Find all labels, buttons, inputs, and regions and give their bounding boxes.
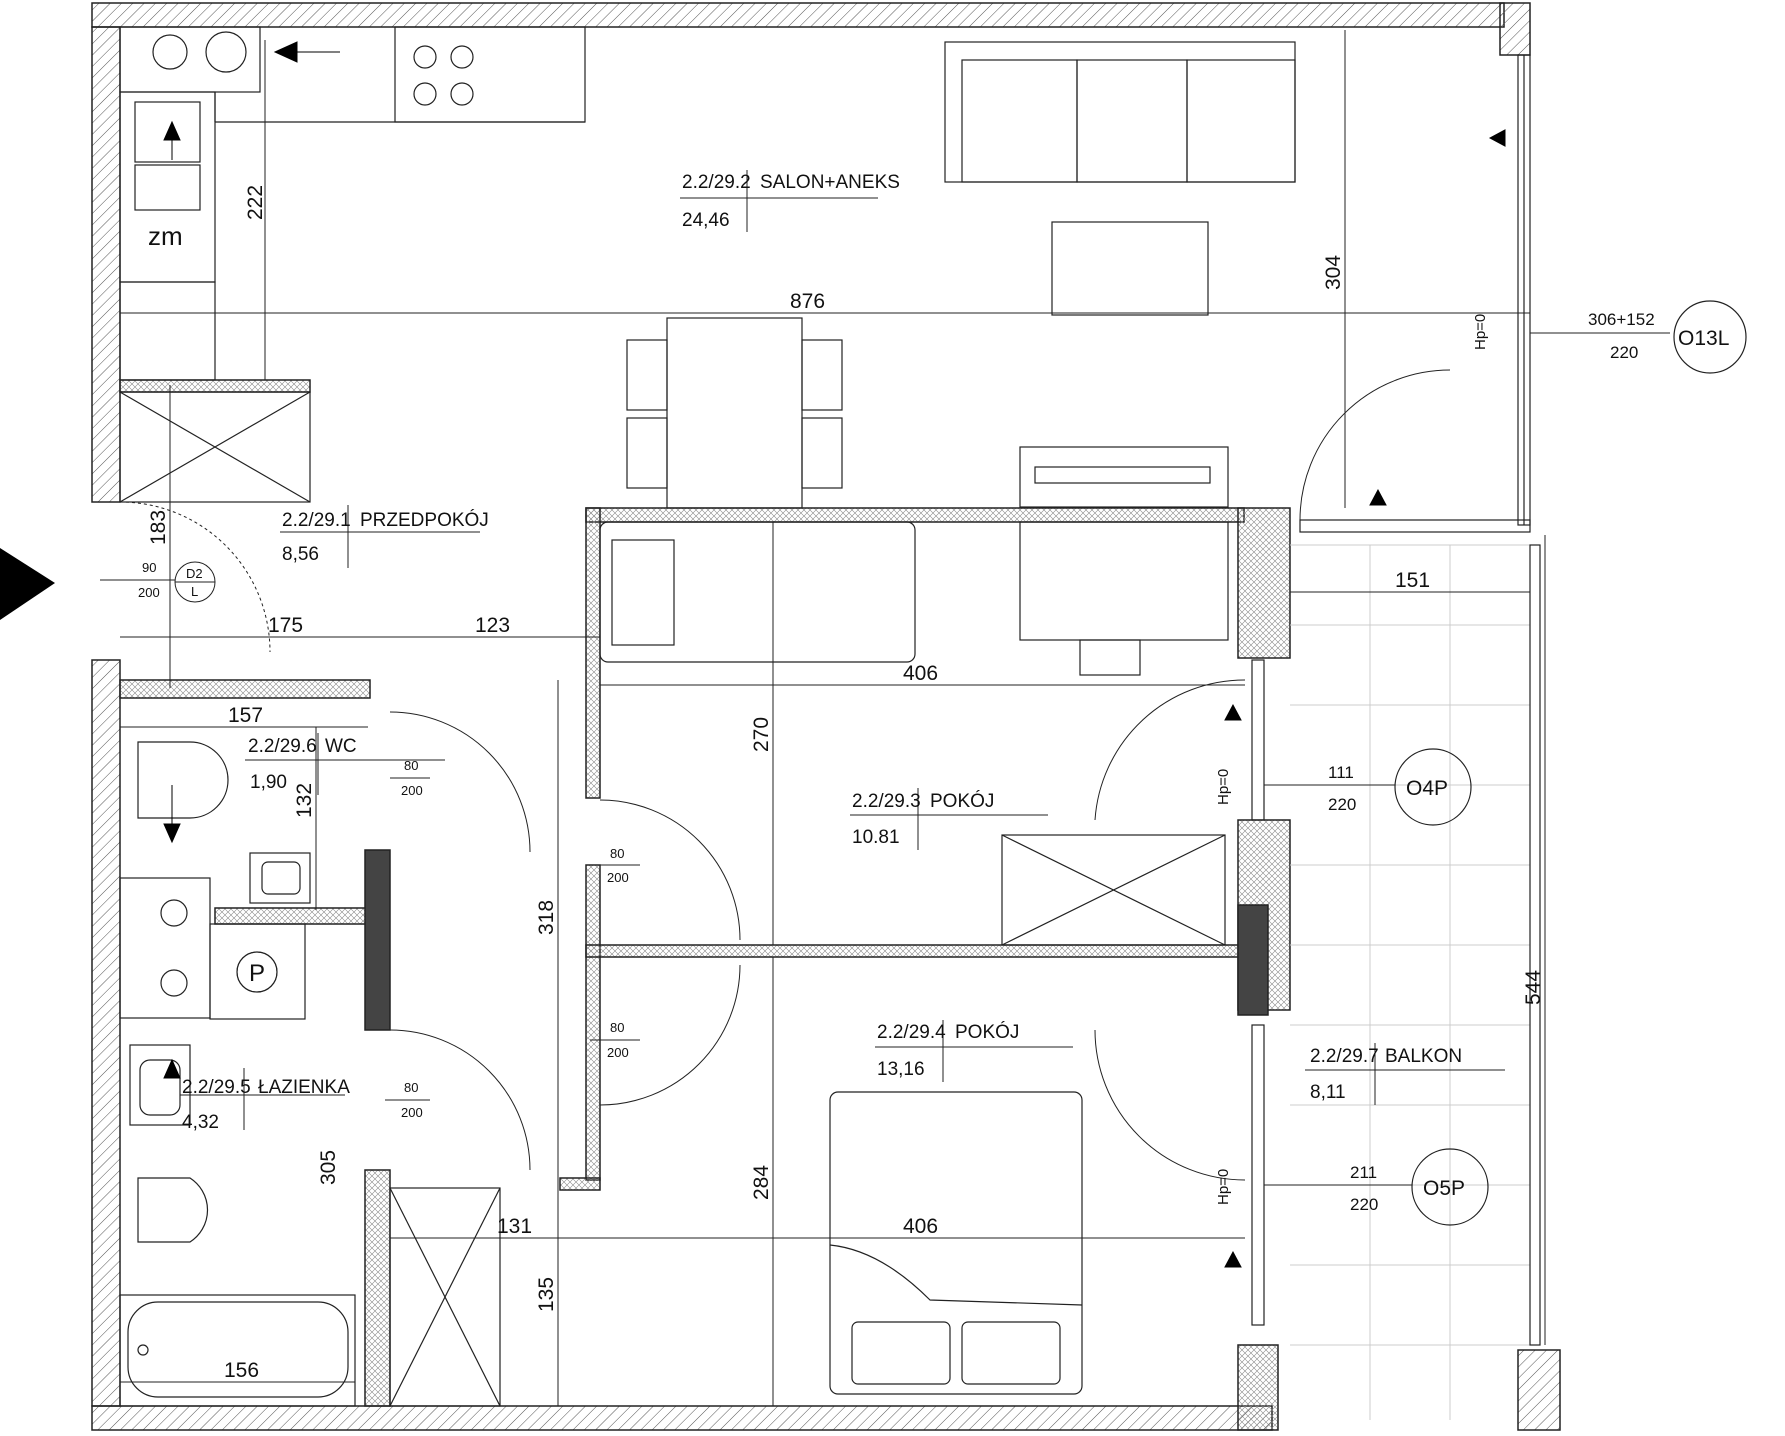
room-code: 2.2/29.7 xyxy=(1310,1046,1379,1067)
arrow-icons xyxy=(163,41,1506,1268)
p-marker-circle xyxy=(236,951,278,993)
room-texts: 2.2/29.1 PRZEDPOKÓJ 8,56 2.2/29.2 SALON+… xyxy=(182,172,1462,1133)
dim-123: 123 xyxy=(475,614,510,637)
window-id: O5P xyxy=(1423,1177,1465,1200)
dim-305: 305 xyxy=(317,1150,340,1185)
window-tag xyxy=(1394,748,1472,826)
window-height: 220 xyxy=(1350,1195,1378,1214)
door-side: L xyxy=(191,584,198,599)
room-name: WC xyxy=(325,736,357,757)
dim-135: 135 xyxy=(535,1277,558,1312)
kitchen xyxy=(119,26,586,503)
window-width: 211 xyxy=(1350,1163,1377,1182)
dim-183: 183 xyxy=(147,510,170,545)
door-width: 80 xyxy=(610,1020,624,1035)
dim-156: 156 xyxy=(224,1359,259,1382)
room-labels xyxy=(180,170,1505,1130)
room-name: ŁAZIENKA xyxy=(258,1077,350,1098)
p-marker: P xyxy=(249,960,265,987)
window-height: 220 xyxy=(1328,795,1356,814)
balcony-grid xyxy=(1290,544,1530,1420)
room-code: 2.2/29.2 xyxy=(682,172,751,193)
dim-151: 151 xyxy=(1395,569,1430,592)
door-height: 200 xyxy=(401,783,423,798)
room-code: 2.2/29.4 xyxy=(877,1022,946,1043)
dim-406b: 406 xyxy=(903,1215,938,1238)
room-area: 10.81 xyxy=(852,827,900,848)
entrance-arrow-icon xyxy=(0,548,55,620)
window-width: 111 xyxy=(1328,763,1354,782)
room-area: 24,46 xyxy=(682,210,730,231)
window-hp: Hp=0 xyxy=(1215,769,1232,805)
room-name: POKÓJ xyxy=(955,1021,1019,1043)
room-code: 2.2/29.6 xyxy=(248,736,317,757)
dim-876: 876 xyxy=(790,290,825,313)
window-labels: O13L 306+152 220 Hp=0 O4P 111 220 Hp=0 O… xyxy=(1215,300,1747,1226)
window-width: 306+152 xyxy=(1588,310,1655,329)
window-tag xyxy=(1411,1148,1489,1226)
room-code: 2.2/29.1 xyxy=(282,510,351,531)
dim-132: 132 xyxy=(293,783,316,818)
window-hp: Hp=0 xyxy=(1472,314,1489,350)
dim-175: 175 xyxy=(268,614,303,637)
door-height: 200 xyxy=(401,1105,423,1120)
door-height: 200 xyxy=(607,870,629,885)
dim-222: 222 xyxy=(244,185,267,220)
room-area: 13,16 xyxy=(877,1059,925,1080)
room-name: POKÓJ xyxy=(930,790,994,812)
dim-157: 157 xyxy=(228,704,263,727)
window-hp: Hp=0 xyxy=(1215,1169,1232,1205)
room-code: 2.2/29.3 xyxy=(852,791,921,812)
dim-318: 318 xyxy=(535,900,558,935)
room-name: SALON+ANEKS xyxy=(760,172,900,193)
zm-marker: zm xyxy=(148,221,183,251)
door-width: 80 xyxy=(610,846,624,861)
dim-304: 304 xyxy=(1322,255,1345,290)
dimension-texts: 876 222 304 183 175 123 406 270 157 132 … xyxy=(147,185,1545,1382)
door-width: 80 xyxy=(404,1080,418,1095)
bathroom-fixtures xyxy=(119,741,501,1407)
room-code: 2.2/29.5 xyxy=(182,1077,251,1098)
door-width: 90 xyxy=(142,560,156,575)
room-area: 8,11 xyxy=(1310,1082,1346,1103)
door-code: D2 xyxy=(186,566,203,581)
balcony-railing xyxy=(1529,544,1541,1346)
window-tag xyxy=(1673,300,1747,374)
door-width: 80 xyxy=(404,758,418,773)
window-height: 220 xyxy=(1610,343,1638,362)
room-area: 4,32 xyxy=(182,1112,219,1133)
room-area: 1,90 xyxy=(250,772,287,793)
dim-544: 544 xyxy=(1522,970,1545,1005)
outer-walls xyxy=(91,2,1561,1431)
living-furniture xyxy=(599,41,1296,1395)
windows xyxy=(1251,54,1531,1326)
window-id: O4P xyxy=(1406,777,1448,800)
inner-walls xyxy=(119,379,1291,1431)
door-labels: D2 L 90 200 80 200 80 200 80 200 80 200 xyxy=(100,560,640,1120)
dim-270: 270 xyxy=(750,717,773,752)
dim-406a: 406 xyxy=(903,662,938,685)
door-height: 200 xyxy=(138,585,160,600)
door-swings xyxy=(119,369,1451,1181)
room-area: 8,56 xyxy=(282,544,319,565)
room-name: PRZEDPOKÓJ xyxy=(360,509,489,531)
dim-284: 284 xyxy=(750,1165,773,1200)
dim-131: 131 xyxy=(497,1215,532,1238)
room-name: BALKON xyxy=(1385,1046,1462,1067)
door-height: 200 xyxy=(607,1045,629,1060)
dimension-lines xyxy=(120,30,1546,1406)
window-id: O13L xyxy=(1678,327,1729,350)
